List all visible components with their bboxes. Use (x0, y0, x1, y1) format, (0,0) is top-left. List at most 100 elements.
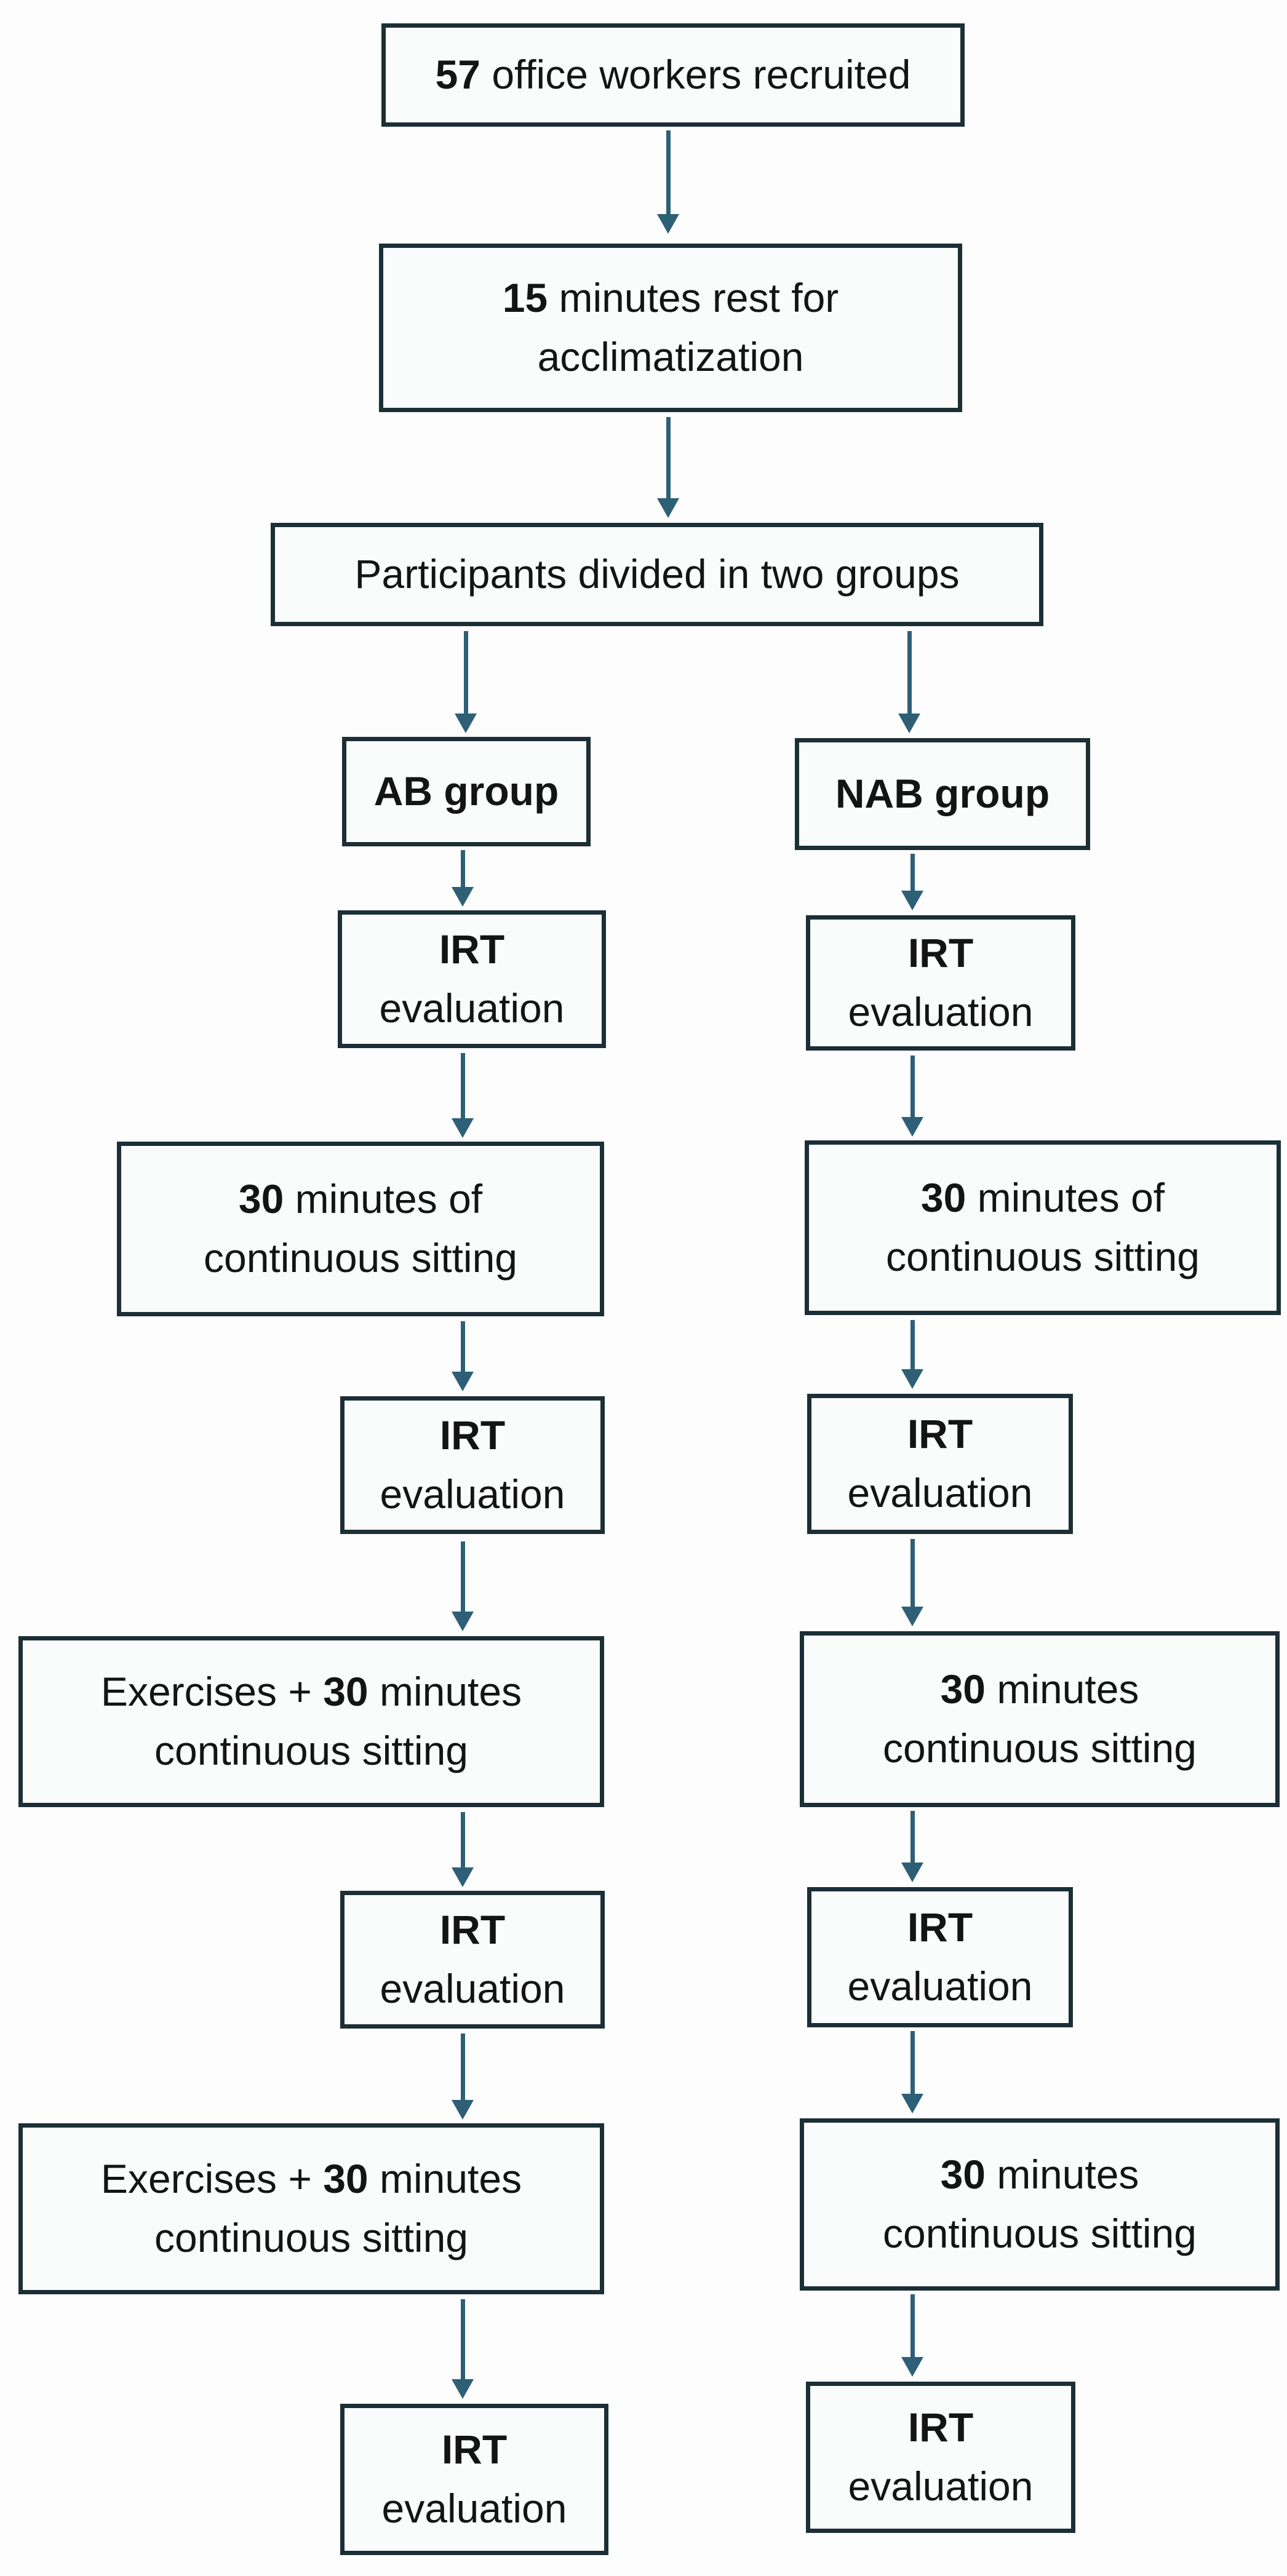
arrow-stem (666, 417, 671, 502)
box-irt-line2: evaluation (380, 1471, 565, 1517)
arrow-stem (907, 631, 912, 717)
arrow-head-icon (452, 1867, 474, 1887)
box-exercises-line2: continuous sitting (154, 2215, 468, 2260)
flow-arrow (455, 631, 477, 733)
box-irt-evaluation: IRT evaluation (340, 1396, 605, 1534)
box-irt-evaluation: IRT evaluation (806, 915, 1075, 1051)
arrow-stem (460, 850, 465, 891)
arrow-stem (460, 2033, 465, 2104)
flow-arrow (452, 1541, 474, 1631)
flow-arrow (452, 2033, 474, 2120)
arrow-stem (460, 1541, 465, 1615)
arrow-stem (910, 1811, 915, 1866)
arrow-head-icon (452, 1372, 474, 1391)
box-sitting-of-line2: continuous sitting (204, 1235, 517, 1281)
box-ab-group-label: AB group (373, 768, 559, 814)
box-divided: Participants divided in two groups (271, 523, 1043, 626)
box-irt-evaluation: IRT evaluation (340, 2404, 608, 2555)
arrow-head-icon (657, 498, 679, 518)
flow-arrow (657, 417, 679, 518)
box-irt-line2: evaluation (848, 2463, 1034, 2509)
flow-arrow (901, 1539, 923, 1626)
box-sitting-line1: 30 minutes (940, 1666, 1139, 1712)
arrow-head-icon (901, 891, 923, 910)
box-irt-evaluation: IRT evaluation (806, 2382, 1075, 2533)
box-nab-group: NAB group (795, 738, 1090, 850)
box-irt-line2: evaluation (848, 989, 1034, 1035)
arrow-head-icon (901, 1369, 923, 1389)
arrow-head-icon (452, 1612, 474, 1631)
arrow-stem (460, 1812, 465, 1871)
arrow-stem (910, 2031, 915, 2097)
box-irt-line1: IRT (907, 1411, 973, 1457)
arrow-head-icon (901, 2094, 923, 2113)
box-recruited-text: 57 office workers recruited (435, 52, 911, 98)
box-divided-text: Participants divided in two groups (354, 551, 960, 597)
box-irt-line2: evaluation (380, 1966, 565, 2011)
box-irt-line2: evaluation (847, 1963, 1033, 2009)
arrow-stem (910, 854, 915, 894)
arrow-stem (460, 1053, 465, 1122)
arrow-head-icon (901, 1607, 923, 1626)
flow-arrow (898, 631, 920, 733)
arrow-stem (910, 1055, 915, 1121)
box-irt-line1: IRT (439, 1907, 506, 1953)
arrow-stem (910, 1539, 915, 1610)
arrow-stem (910, 2294, 915, 2361)
arrow-head-icon (455, 714, 477, 733)
flow-arrow (452, 1812, 474, 1887)
box-exercises-line1: Exercises + 30 minutes (100, 2156, 522, 2202)
arrow-stem (460, 2299, 465, 2383)
arrow-head-icon (452, 887, 474, 907)
box-irt-line2: evaluation (379, 985, 565, 1031)
flow-arrow (657, 130, 679, 234)
box-sitting-of-line1: 30 minutes of (238, 1176, 483, 1222)
flow-arrow (901, 1320, 923, 1389)
flow-arrow (901, 1811, 923, 1882)
box-ab-group: AB group (342, 737, 591, 846)
box-irt-line1: IRT (907, 2404, 974, 2451)
box-exercises-sitting: Exercises + 30 minutes continuous sittin… (18, 2123, 604, 2294)
box-exercises-sitting: Exercises + 30 minutes continuous sittin… (18, 1636, 604, 1807)
box-exercises-line2: continuous sitting (154, 1728, 468, 1773)
arrow-head-icon (901, 2357, 923, 2377)
arrow-head-icon (452, 2379, 474, 2399)
flow-arrow (452, 850, 474, 907)
flow-arrow (901, 2031, 923, 2113)
box-rest-line2: acclimatization (537, 334, 804, 380)
box-irt-line2: evaluation (381, 2486, 567, 2531)
box-sitting: 30 minutes continuous sitting (800, 1631, 1280, 1807)
box-irt-line1: IRT (441, 2427, 508, 2473)
box-irt-line1: IRT (907, 930, 974, 976)
flow-arrow (452, 1321, 474, 1391)
arrow-head-icon (452, 2100, 474, 2120)
arrow-head-icon (657, 214, 679, 234)
arrow-head-icon (901, 1862, 923, 1882)
arrow-head-icon (452, 1118, 474, 1138)
box-irt-line2: evaluation (847, 1470, 1033, 1516)
box-nab-group-label: NAB group (835, 771, 1050, 817)
box-irt-evaluation: IRT evaluation (338, 910, 606, 1048)
arrow-stem (463, 631, 468, 717)
box-irt-line1: IRT (439, 1412, 506, 1458)
box-sitting: 30 minutes continuous sitting (800, 2118, 1280, 2291)
arrow-stem (666, 130, 671, 218)
flow-arrow (901, 1055, 923, 1137)
arrow-stem (460, 1321, 465, 1375)
box-sitting-line2: continuous sitting (883, 2211, 1197, 2256)
box-sitting-line2: continuous sitting (883, 1725, 1197, 1771)
box-irt-evaluation: IRT evaluation (807, 1394, 1073, 1534)
box-irt-line1: IRT (439, 926, 505, 972)
box-irt-line1: IRT (907, 1904, 973, 1950)
box-sitting-line1: 30 minutes (940, 2152, 1139, 2198)
flow-arrow (452, 2299, 474, 2399)
box-sitting-of-line2: continuous sitting (886, 1234, 1200, 1279)
box-irt-evaluation: IRT evaluation (340, 1891, 605, 2029)
box-rest: 15 minutes rest for acclimatization (379, 244, 962, 412)
box-sitting-of-line1: 30 minutes of (920, 1175, 1165, 1221)
arrow-head-icon (901, 1117, 923, 1137)
arrow-head-icon (898, 714, 920, 733)
flow-arrow (452, 1053, 474, 1138)
box-recruited: 57 office workers recruited (381, 23, 965, 127)
